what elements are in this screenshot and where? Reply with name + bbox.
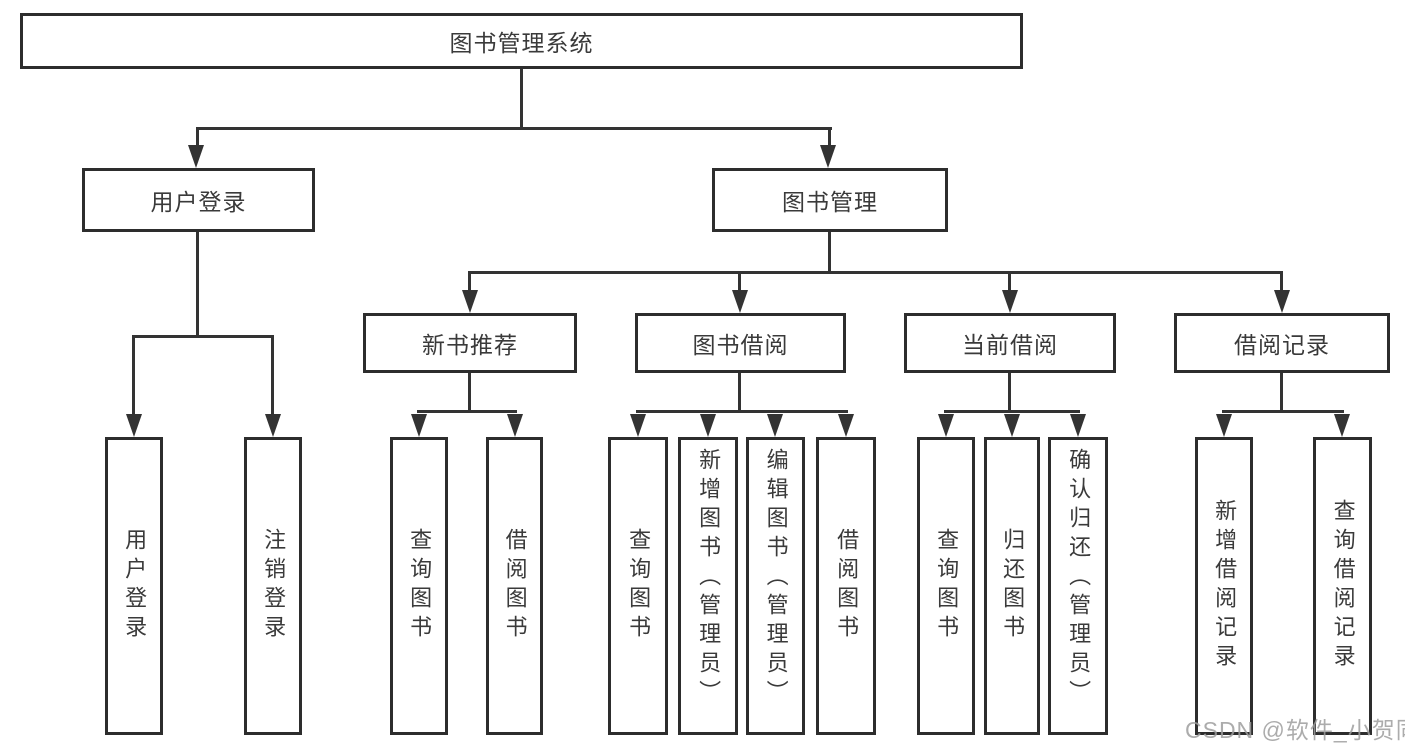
node-label: 查询图书 bbox=[626, 528, 652, 644]
arrowhead-down-icon bbox=[126, 414, 142, 437]
leaf-query-borrow-record: 查询借阅记录 bbox=[1313, 437, 1372, 735]
node-label: 新增借阅记录 bbox=[1212, 499, 1238, 673]
arrowhead-down-icon bbox=[630, 414, 646, 437]
connector-line bbox=[828, 127, 831, 148]
connector-line bbox=[417, 410, 517, 413]
leaf-edit-book-admin: 编辑图书（管理员） bbox=[746, 437, 805, 735]
node-label: 查询图书 bbox=[407, 528, 433, 644]
connector-line bbox=[636, 410, 848, 413]
node-label: 注销登录 bbox=[261, 528, 287, 644]
leaf-add-book-admin: 新增图书（管理员） bbox=[678, 437, 738, 735]
connector-line bbox=[1222, 410, 1344, 413]
connector-line bbox=[196, 127, 832, 130]
connector-line bbox=[944, 410, 1080, 413]
arrowhead-down-icon bbox=[767, 414, 783, 437]
arrowhead-down-icon bbox=[411, 414, 427, 437]
node-current-borrow: 当前借阅 bbox=[904, 313, 1116, 373]
arrowhead-down-icon bbox=[507, 414, 523, 437]
node-label: 图书管理系统 bbox=[449, 30, 594, 56]
connector-line bbox=[1008, 271, 1011, 293]
node-label: 用户登录 bbox=[150, 189, 247, 215]
node-label: 查询图书 bbox=[934, 528, 960, 644]
arrowhead-down-icon bbox=[1274, 290, 1290, 313]
arrowhead-down-icon bbox=[1070, 414, 1086, 437]
arrowhead-down-icon bbox=[700, 414, 716, 437]
leaf-borrow-book: 借阅图书 bbox=[816, 437, 876, 735]
connector-line bbox=[196, 127, 199, 148]
connector-line bbox=[468, 271, 471, 293]
node-label: 编辑图书（管理员） bbox=[763, 448, 789, 709]
leaf-query-book: 查询图书 bbox=[390, 437, 448, 735]
node-book-borrow: 图书借阅 bbox=[635, 313, 846, 373]
node-library-system: 图书管理系统 bbox=[20, 13, 1023, 69]
node-label: 借阅记录 bbox=[1234, 332, 1330, 358]
arrowhead-down-icon bbox=[820, 145, 836, 168]
node-label: 借阅图书 bbox=[834, 528, 860, 644]
arrowhead-down-icon bbox=[265, 414, 281, 437]
node-label: 图书管理 bbox=[782, 189, 878, 215]
connector-line bbox=[828, 232, 831, 274]
connector-line bbox=[738, 271, 741, 293]
node-label: 新增图书（管理员） bbox=[696, 448, 722, 709]
arrowhead-down-icon bbox=[1334, 414, 1350, 437]
node-label: 当前借阅 bbox=[962, 332, 1058, 358]
node-label: 借阅图书 bbox=[502, 528, 528, 644]
node-borrow-records: 借阅记录 bbox=[1174, 313, 1390, 373]
connector-line bbox=[468, 271, 1283, 274]
leaf-return-book: 归还图书 bbox=[984, 437, 1040, 735]
arrowhead-down-icon bbox=[1216, 414, 1232, 437]
connector-line bbox=[738, 373, 741, 413]
connector-line bbox=[132, 335, 274, 338]
connector-line bbox=[132, 335, 135, 417]
connector-line bbox=[1280, 271, 1283, 293]
connector-line bbox=[196, 232, 199, 338]
connector-line bbox=[520, 69, 523, 130]
node-label: 用户登录 bbox=[122, 528, 148, 644]
leaf-query-book: 查询图书 bbox=[608, 437, 668, 735]
node-label: 图书借阅 bbox=[692, 332, 789, 358]
node-new-book-recommend: 新书推荐 bbox=[363, 313, 577, 373]
leaf-borrow-book: 借阅图书 bbox=[486, 437, 543, 735]
node-user-login-branch: 用户登录 bbox=[82, 168, 315, 232]
leaf-logout: 注销登录 bbox=[244, 437, 302, 735]
arrowhead-down-icon bbox=[938, 414, 954, 437]
arrowhead-down-icon bbox=[462, 290, 478, 313]
connector-line bbox=[271, 335, 274, 417]
arrowhead-down-icon bbox=[1004, 414, 1020, 437]
leaf-user-login: 用户登录 bbox=[105, 437, 163, 735]
node-label: 归还图书 bbox=[1000, 528, 1026, 644]
leaf-confirm-return-admin: 确认归还（管理员） bbox=[1048, 437, 1108, 735]
connector-line bbox=[468, 373, 471, 413]
node-label: 新书推荐 bbox=[422, 332, 518, 358]
leaf-query-book: 查询图书 bbox=[917, 437, 975, 735]
arrowhead-down-icon bbox=[838, 414, 854, 437]
leaf-add-borrow-record: 新增借阅记录 bbox=[1195, 437, 1253, 735]
arrowhead-down-icon bbox=[732, 290, 748, 313]
node-label: 确认归还（管理员） bbox=[1066, 448, 1092, 709]
node-label: 查询借阅记录 bbox=[1330, 499, 1356, 673]
watermark: CSDN @软件_小贺同学 bbox=[1185, 717, 1405, 743]
connector-line bbox=[1008, 373, 1011, 413]
connector-line bbox=[1280, 373, 1283, 413]
arrowhead-down-icon bbox=[1002, 290, 1018, 313]
arrowhead-down-icon bbox=[188, 145, 204, 168]
node-book-management-branch: 图书管理 bbox=[712, 168, 948, 232]
